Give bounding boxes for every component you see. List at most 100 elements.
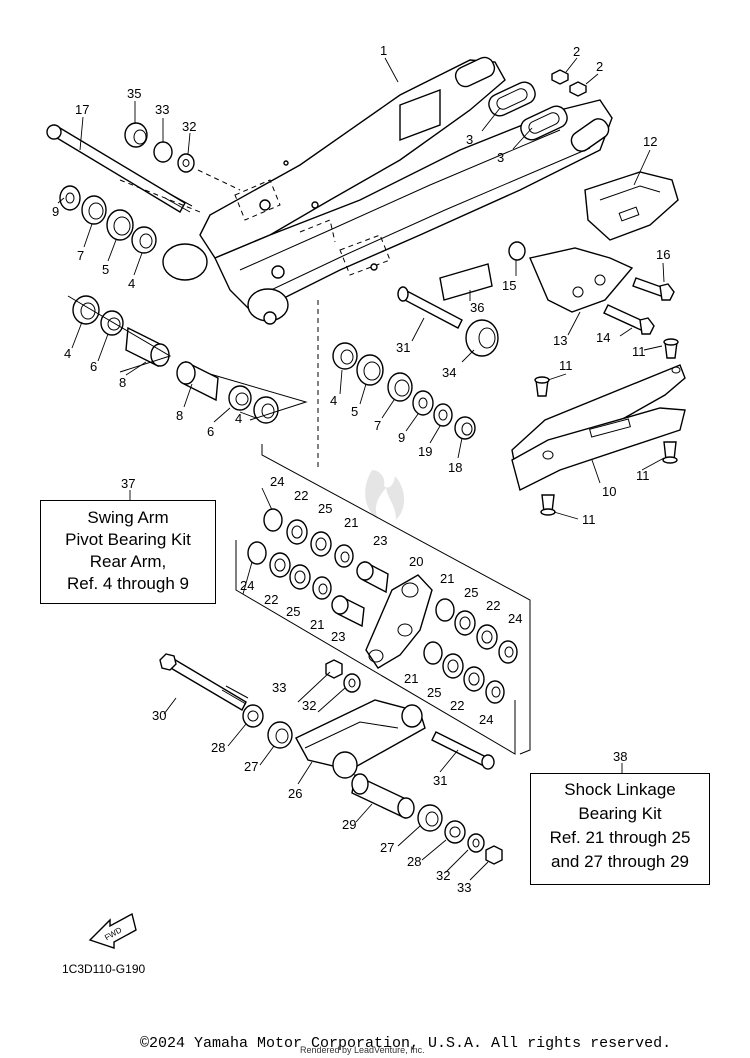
callout-18: 18 (448, 460, 462, 475)
bolt-31-upper[interactable] (397, 286, 463, 329)
watermark-flame-icon (365, 470, 405, 520)
callout-22a: 22 (294, 488, 308, 503)
shock-linkage-kit-box: Shock Linkage Bearing Kit Ref. 21 throug… (530, 773, 710, 885)
bolt-31-lower[interactable] (431, 731, 495, 770)
callout-22b: 22 (264, 592, 278, 607)
collar-23-upper[interactable] (356, 560, 389, 594)
nut-33-mid[interactable] (325, 659, 343, 679)
bearing-strip-lower[interactable] (247, 541, 332, 600)
nut-33-lower[interactable] (485, 845, 503, 865)
bearing-4-left-upper[interactable] (131, 226, 157, 254)
callout-37: 37 (121, 476, 135, 491)
callout-5b: 5 (351, 404, 358, 419)
bolt-14[interactable] (603, 304, 655, 335)
bushing-27-right[interactable] (417, 804, 443, 832)
callout-4a: 4 (128, 276, 135, 291)
shock-kit-line4: and 27 through 29 (550, 852, 689, 871)
callout-21c: 21 (440, 571, 454, 586)
shock-kit-line2: Bearing Kit (578, 804, 662, 823)
callout-23b: 23 (331, 629, 345, 644)
relay-arm-20[interactable] (365, 574, 433, 669)
bearing-strip-right-upper[interactable] (435, 598, 518, 664)
collar-23-lower[interactable] (331, 594, 365, 628)
callout-11a: 11 (632, 344, 646, 359)
guide-bracket-13[interactable] (529, 247, 634, 313)
callout-33c: 33 (457, 880, 471, 895)
callout-3b: 3 (497, 150, 504, 165)
seal-6-mid[interactable] (228, 385, 252, 411)
collar-8-mid[interactable] (176, 360, 219, 402)
nut-33-upper[interactable] (153, 141, 173, 163)
callout-11b: 11 (559, 358, 573, 373)
chain-guide-12[interactable] (584, 171, 679, 241)
collar-35[interactable] (124, 122, 148, 148)
callout-29: 29 (342, 817, 356, 832)
callout-30: 30 (152, 708, 166, 723)
washer-19[interactable] (433, 403, 453, 427)
bolt-2[interactable] (551, 69, 587, 97)
callout-24a: 24 (270, 474, 284, 489)
seal-7-left[interactable] (81, 195, 107, 225)
washer-32-lower[interactable] (467, 833, 485, 853)
washer-28-right[interactable] (444, 820, 466, 844)
callout-15: 15 (502, 278, 516, 293)
rendered-by-note: Rendered by LeadVenture, Inc. (300, 1045, 425, 1055)
callout-numbers: 1 2 2 3 3 35 33 32 17 9 7 5 4 4 6 8 8 6 … (52, 43, 670, 895)
bolt-16[interactable] (632, 277, 675, 301)
pivot-shaft-17[interactable] (46, 124, 193, 213)
callout-7a: 7 (77, 248, 84, 263)
washer-9-right[interactable] (412, 390, 434, 416)
callout-25a: 25 (318, 501, 332, 516)
callout-22c: 22 (486, 598, 500, 613)
label-36[interactable] (439, 263, 493, 301)
collar-8-left[interactable] (125, 326, 170, 368)
bearing-5-left[interactable] (106, 209, 134, 241)
washer-9-left[interactable] (59, 185, 81, 211)
callout-21d: 21 (404, 671, 418, 686)
bearing-4-mid[interactable] (253, 396, 279, 424)
leader-lines (57, 57, 665, 773)
callout-9a: 9 (52, 204, 59, 219)
seal-6-left[interactable] (100, 310, 124, 336)
callout-10: 10 (602, 484, 616, 499)
fwd-arrow-icon: FWD (88, 912, 137, 949)
bearing-5-right[interactable] (356, 354, 384, 386)
collar-29[interactable] (351, 773, 415, 820)
bushing-27-left[interactable] (267, 721, 293, 749)
callout-28a: 28 (211, 740, 225, 755)
callout-25b: 25 (286, 604, 300, 619)
nut-18[interactable] (454, 416, 476, 440)
chain-slider-10[interactable] (511, 364, 686, 492)
callout-9b: 9 (398, 430, 405, 445)
callout-6a: 6 (90, 359, 97, 374)
callout-8a: 8 (119, 375, 126, 390)
chain-slider-pad-3[interactable] (486, 79, 571, 143)
cap-34[interactable] (465, 319, 499, 357)
swing-kit-line1: Swing Arm (87, 508, 169, 527)
shock-kit-line3: Ref. 21 through 25 (549, 828, 691, 847)
washer-32-mid[interactable] (343, 673, 361, 693)
collar-15[interactable] (508, 241, 526, 261)
connecting-rod-26[interactable] (295, 699, 426, 779)
callout-27b: 27 (380, 840, 394, 855)
callout-32a: 32 (182, 119, 196, 134)
bearing-strip-right-lower[interactable] (423, 641, 505, 704)
bearing-4-right[interactable] (332, 342, 358, 370)
swing-kit-line3: Rear Arm, (89, 552, 167, 571)
callout-23a: 23 (373, 533, 387, 548)
callout-1: 1 (380, 43, 387, 58)
callout-3a: 3 (466, 132, 473, 147)
callout-11d: 11 (582, 512, 596, 527)
callout-38: 38 (613, 749, 627, 764)
washer-28-left[interactable] (242, 704, 264, 728)
seal-7-right[interactable] (387, 372, 413, 402)
bearing-4-left-lower[interactable] (72, 295, 100, 325)
swing-kit-line4: Ref. 4 through 9 (67, 574, 189, 593)
washer-32-upper[interactable] (177, 153, 195, 173)
callout-2b: 2 (596, 59, 603, 74)
swing-kit-line2: Pivot Bearing Kit (65, 530, 191, 549)
bearing-strip-upper[interactable] (263, 508, 354, 568)
swing-arm-part-1[interactable] (162, 54, 613, 325)
bolt-30[interactable] (159, 653, 249, 711)
